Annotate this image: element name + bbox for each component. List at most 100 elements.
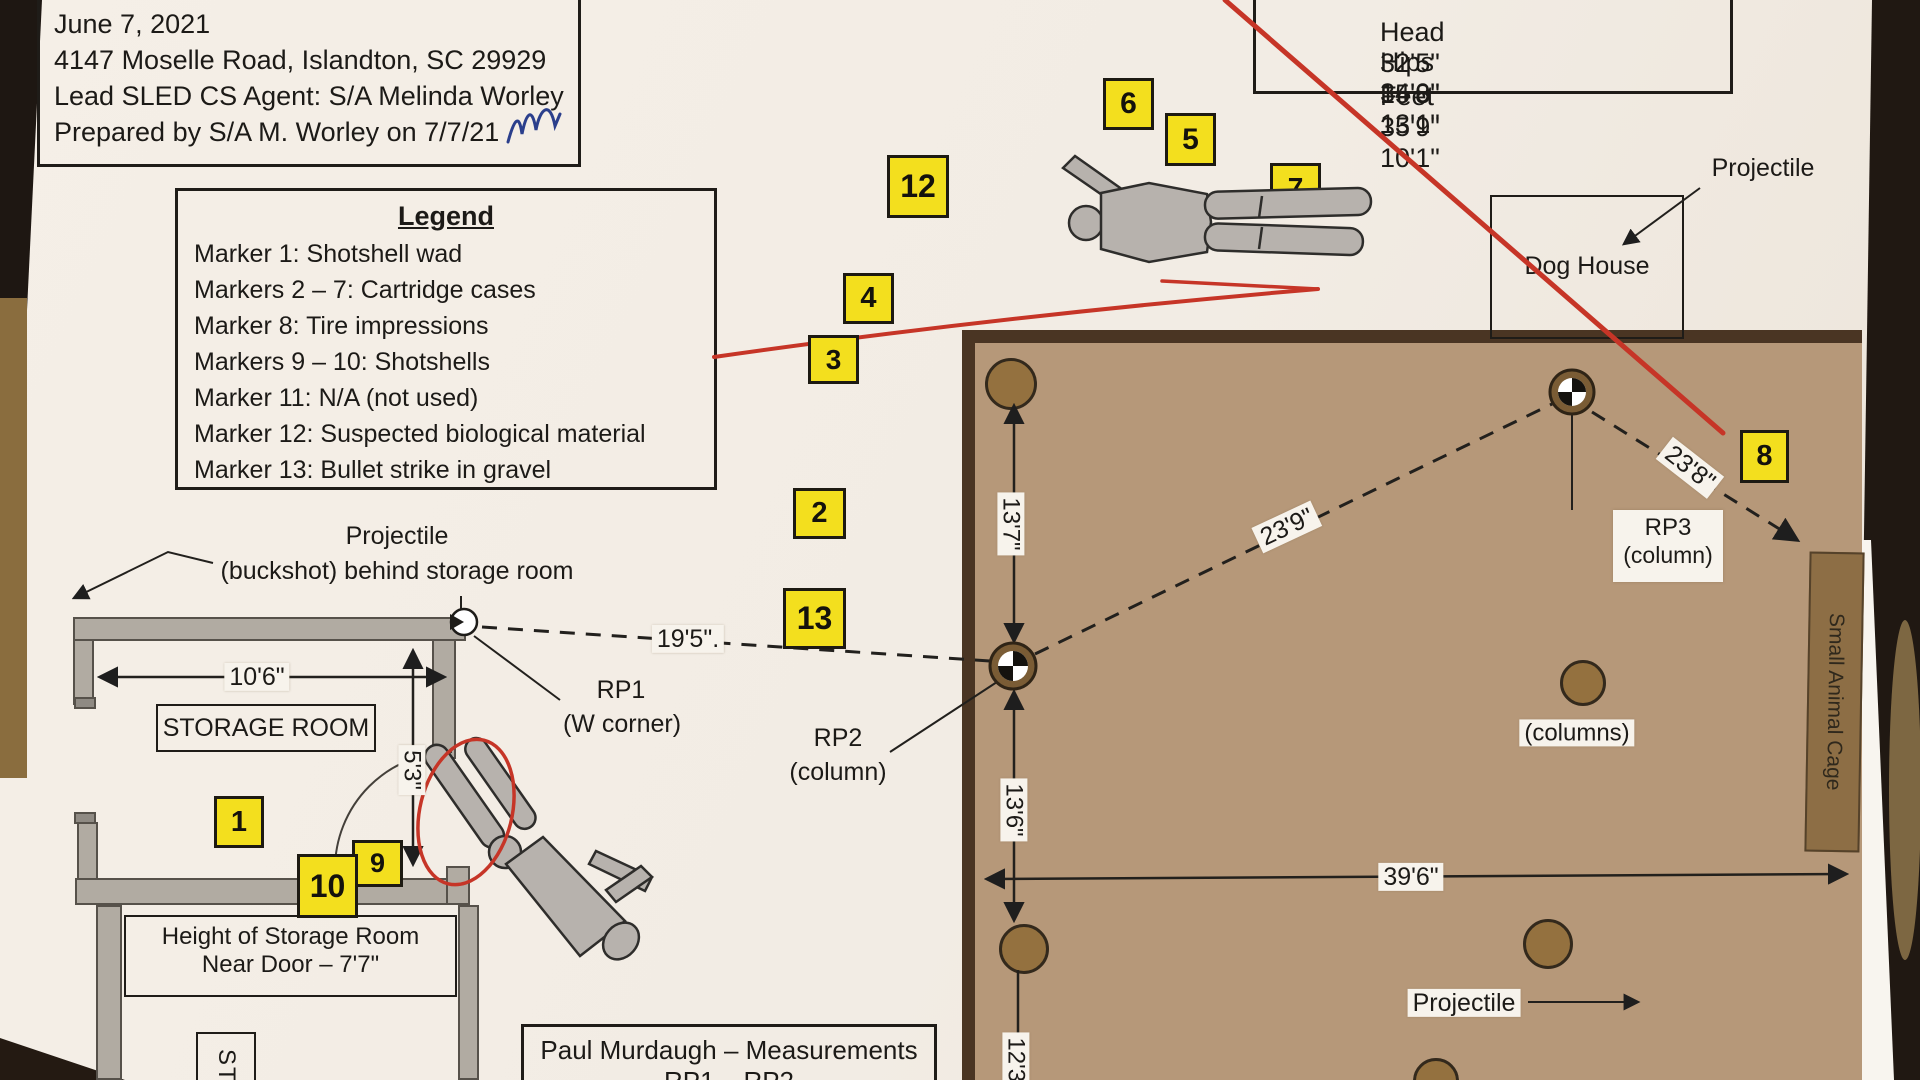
header-date: June 7, 2021 [54, 9, 211, 39]
buckshot-arrow [71, 550, 214, 600]
figure1-leg-lower [1203, 222, 1365, 257]
red-oval-annotation [416, 737, 516, 887]
figure2-torso [504, 835, 627, 958]
figure1-leg-upper [1203, 186, 1373, 220]
dim-13-6-label: 13'6" [1000, 778, 1028, 842]
rp2-label-line1: RP2 [813, 723, 863, 752]
legend-item: Markers 2 – 7: Cartridge cases [194, 276, 536, 304]
rp1-label-line1: RP1 [596, 675, 646, 704]
rp3-label-line1: RP3 [1644, 514, 1692, 541]
paul-measurements-box: Paul Murdaugh – Measurements RP1 RP2 [521, 1024, 937, 1080]
figure1-head [1067, 204, 1105, 242]
table-row-head: Head 32'5" 15'8" [1380, 17, 1445, 109]
red-long-line [712, 287, 1320, 359]
kennel-floor-plan [962, 330, 1862, 1080]
victim-figure-top [1061, 154, 1373, 264]
paul-measurements-title: Paul Murdaugh – Measurements [540, 1035, 918, 1065]
column-bottom-right [1523, 919, 1573, 969]
evidence-marker-13: 13 [783, 588, 846, 649]
columns-label: (columns) [1519, 719, 1635, 747]
storage-room-label-box: STORAGE ROOM [156, 704, 376, 752]
dim-5-3-label: 5'3" [398, 745, 426, 795]
dim-13-7-label: 13'7" [997, 492, 1025, 556]
legend-item: Marker 12: Suspected biological material [194, 420, 646, 448]
dashed-rp3-cage [1591, 410, 1801, 543]
leader-lines [71, 187, 1701, 1011]
column-middle-right [1560, 660, 1606, 706]
storage-room-right-wall [432, 639, 456, 759]
background-bottom-left [0, 1038, 125, 1080]
victim-figure-storage-room [423, 736, 654, 961]
rp2-leader [889, 679, 1001, 753]
header-prepared-by: Prepared by S/A M. Worley on 7/7/21 [54, 117, 500, 147]
legend-title: Legend [397, 201, 494, 231]
background-top-left [0, 0, 42, 310]
height-label-line2: Near Door – 7'7" [201, 951, 380, 978]
lower-left-wall [96, 905, 122, 1080]
figure2-forearm [604, 864, 654, 904]
evidence-marker-9: 9 [352, 840, 403, 887]
projectile-bottom-label: Projectile [1407, 988, 1521, 1018]
evidence-marker-8: 8 [1740, 430, 1789, 483]
window-stub-upper [74, 697, 96, 709]
dim-10-6-label: 10'6" [224, 662, 290, 692]
dim-12-3-label: 12'3" [1002, 1032, 1030, 1080]
background-blur-highlight [1889, 620, 1920, 960]
rp1-wedge [450, 614, 464, 630]
buckshot-label-line1: Projectile [345, 521, 449, 550]
red-return-stroke [1160, 279, 1320, 291]
dim-19-5-label: 19'5". [651, 624, 725, 654]
header-address: 4147 Moselle Road, Islandton, SC 29929 [54, 45, 547, 75]
red-trajectory-line [1222, 0, 1726, 436]
table-row-hips: Hips 34'0" 13'1" [1380, 47, 1440, 139]
stalls-label: STALLS [212, 1049, 240, 1080]
background-wood-trim [0, 298, 27, 778]
legend-item: Markers 9 – 10: Shotshells [194, 348, 490, 376]
lower-right-wall [458, 905, 479, 1080]
projectile-top-label: Projectile [1711, 153, 1815, 182]
rp2-label-line2: (column) [789, 757, 887, 786]
figure1-knee-line [1257, 195, 1264, 219]
height-label-box: Height of Storage Room Near Door – 7'7" [124, 915, 457, 997]
legend-item: Marker 13: Bullet strike in gravel [194, 456, 552, 484]
rp3-label-box: RP3 (column) [1613, 510, 1723, 582]
storage-room-top-wall [73, 617, 466, 641]
evidence-marker-10: 10 [297, 854, 358, 918]
reference-point-icons [449, 368, 1596, 691]
red-annotations [416, 0, 1726, 887]
evidence-marker-2: 2 [793, 488, 846, 539]
rp3-label-line2: (column) [1623, 542, 1713, 568]
projectile-top-arrow [1621, 187, 1701, 246]
storage-room-label: STORAGE ROOM [162, 713, 370, 742]
figure1-torso [1099, 181, 1213, 264]
paul-measurements-headers: RP1 RP2 [524, 1066, 934, 1080]
evidence-marker-4: 4 [843, 273, 894, 324]
table-row-feet: Feet 35'9" 10'1" [1380, 81, 1440, 173]
dashed-rp1-rp2 [481, 625, 991, 663]
evidence-marker-5: 5 [1165, 113, 1216, 166]
legend-item: Marker 1: Shotshell wad [194, 240, 463, 268]
dog-house-box: Dog House [1490, 195, 1684, 339]
storage-room-bottom-wall [75, 878, 470, 905]
legend-item: Marker 8: Tire impressions [194, 312, 489, 340]
stalls-box: STALLS [196, 1032, 256, 1080]
measurements-table [1253, 0, 1733, 94]
column-bottom-left [999, 924, 1049, 974]
evidence-marker-3: 3 [808, 335, 859, 384]
handwritten-initials-icon [506, 108, 562, 144]
dim-39-6-label: 39'6" [1378, 862, 1444, 892]
buckshot-label-line2: (buckshot) behind storage room [220, 556, 574, 585]
evidence-marker-1: 1 [214, 796, 264, 848]
legend-box: Legend Marker 1: Shotshell wad Markers 2… [175, 188, 717, 490]
height-label-line1: Height of Storage Room [161, 923, 420, 950]
rp1-label-line2: (W corner) [562, 709, 682, 738]
evidence-marker-12: 12 [887, 155, 949, 218]
header-info-box: June 7, 2021 4147 Moselle Road, Islandto… [37, 0, 581, 167]
legend-item: Marker 11: N/A (not used) [194, 384, 479, 412]
figure1-knee-line2 [1257, 226, 1264, 250]
dashed-measurement-lines [481, 402, 1801, 663]
evidence-marker-6: 6 [1103, 78, 1154, 130]
header-agent: Lead SLED CS Agent: S/A Melinda Worley [54, 81, 564, 111]
